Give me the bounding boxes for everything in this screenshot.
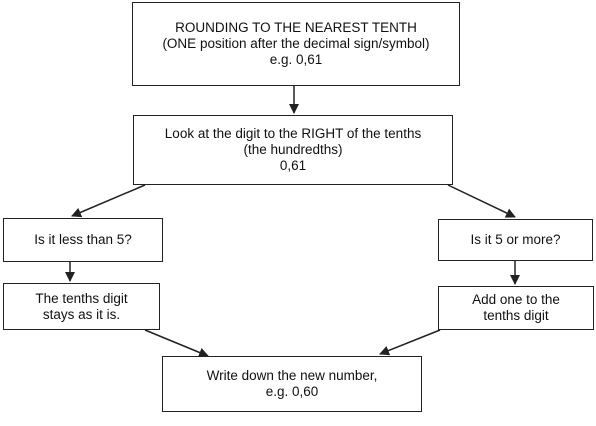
write-down-box: Write down the new number, e.g. 0,60	[162, 356, 422, 412]
look-line-1: Look at the digit to the RIGHT of the te…	[164, 126, 422, 141]
addone-line-2: tenths digit	[483, 308, 549, 323]
tenths-stays-box: The tenths digit stays as it is.	[3, 283, 160, 330]
add-one-box: Add one to the tenths digit	[438, 286, 594, 330]
stays-line-1: The tenths digit	[35, 290, 128, 306]
title-line-1: ROUNDING TO THE NEAREST TENTH	[175, 20, 417, 35]
less-line-1: Is it less than 5?	[34, 232, 132, 247]
arrow-stays-to-write	[144, 329, 209, 358]
arrow-look-to-more	[447, 184, 516, 218]
write-line-2: e.g. 0,60	[265, 384, 319, 399]
title-line-3: e.g. 0,61	[269, 52, 323, 67]
look-line-2: (the hundredths)	[243, 142, 343, 157]
write-line-1: Write down the new number,	[206, 368, 378, 383]
arrow-addone-to-write	[379, 329, 441, 356]
arrow-look-to-less	[71, 184, 146, 218]
look-line-3: 0,61	[279, 158, 307, 173]
look-at-digit-box: Look at the digit to the RIGHT of the te…	[133, 115, 453, 185]
less-than-five-box: Is it less than 5?	[3, 218, 163, 262]
title-box: ROUNDING TO THE NEAREST TENTH (ONE posit…	[132, 2, 460, 86]
more-line-1: Is it 5 or more?	[470, 232, 561, 247]
stays-line-2: stays as it is.	[42, 306, 121, 322]
title-line-2: (ONE position after the decimal sign/sym…	[162, 36, 430, 51]
five-or-more-box: Is it 5 or more?	[438, 219, 593, 261]
addone-line-1: Add one to the	[472, 292, 560, 307]
